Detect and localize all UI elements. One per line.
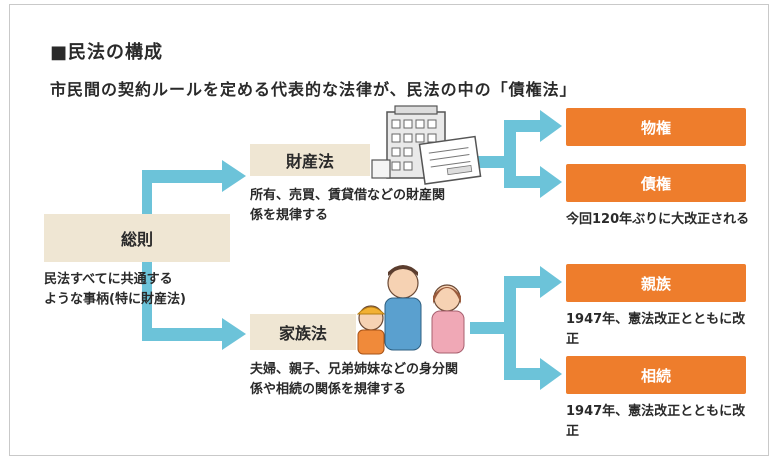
property-law-label: 財産法 <box>285 152 334 171</box>
arrow-property-branch <box>478 110 562 198</box>
real-rights-label: 物権 <box>640 118 671 137</box>
general-provisions-label: 総則 <box>120 230 153 249</box>
page-title: ■民法の構成 <box>50 42 164 63</box>
family-law-box: 家族法 <box>250 314 356 350</box>
inheritance-label: 相続 <box>640 366 671 385</box>
building-document-illustration <box>371 105 482 185</box>
real-rights-box: 物権 <box>566 108 746 146</box>
relatives-box: 親族 <box>566 264 746 302</box>
property-law-desc: 所有、売買、賃貸借などの財産関係を規律する <box>250 188 446 223</box>
family-law-desc: 夫婦、親子、兄弟姉妹などの身分関係や相続の関係を規律する <box>250 362 459 397</box>
family-law-label: 家族法 <box>278 324 327 343</box>
general-provisions-box: 総則 <box>44 214 230 262</box>
obligations-label: 債権 <box>640 174 671 193</box>
obligations-box: 債権 <box>566 164 746 202</box>
general-provisions-desc: 民法すべてに共通する ような事柄(特に財産法) <box>44 272 186 307</box>
family-illustration <box>356 265 465 355</box>
arrow-general-to-property <box>142 160 246 225</box>
obligations-note: 今回120年ぶりに大改正される <box>566 212 750 227</box>
property-law-box: 財産法 <box>250 144 370 176</box>
inheritance-box: 相続 <box>566 356 746 394</box>
relatives-label: 親族 <box>640 274 671 293</box>
relatives-note: 1947年、憲法改正とともに改正 <box>566 312 746 347</box>
arrow-family-branch <box>470 266 562 390</box>
inheritance-note: 1947年、憲法改正とともに改正 <box>566 404 746 439</box>
page-subtitle: 市民間の契約ルールを定める代表的な法律が、民法の中の「債権法」 <box>50 80 577 99</box>
arrow-general-to-family <box>142 262 246 350</box>
